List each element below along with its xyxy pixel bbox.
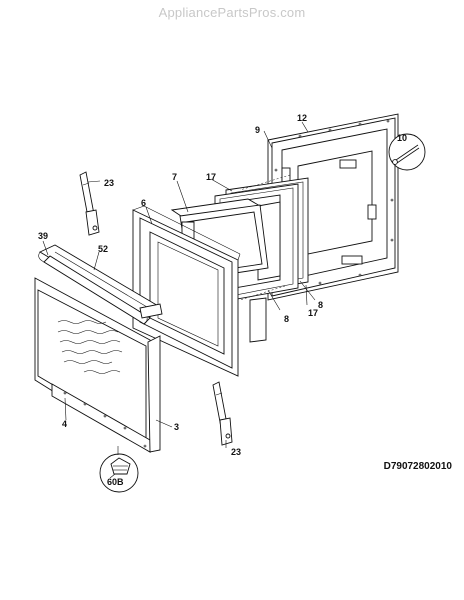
part-labels: 9 12 10 23 7 17 6 39 52 8 8 17 4 3 23 60… (38, 113, 407, 487)
part-label-12: 12 (297, 113, 307, 123)
part-label-8-bottom: 8 (284, 314, 289, 324)
screw-60B-inset (99, 453, 139, 493)
hardware-10-inset (388, 133, 426, 171)
part-label-9: 9 (255, 125, 260, 135)
part-label-52: 52 (98, 244, 108, 254)
part-label-7: 7 (172, 172, 177, 182)
part-label-4: 4 (62, 419, 67, 429)
hinge-23-top (79, 171, 100, 236)
door-frame-6 (132, 205, 241, 377)
part-label-17-bottom: 17 (308, 308, 318, 318)
part-label-10: 10 (397, 133, 407, 143)
part-label-6: 6 (141, 198, 146, 208)
hinge-23-bottom (212, 381, 233, 446)
part-label-23-top: 23 (104, 178, 114, 188)
part-label-39: 39 (38, 231, 48, 241)
part-label-3: 3 (174, 422, 179, 432)
leader-lines (42, 121, 316, 455)
part-label-8-right: 8 (318, 300, 323, 310)
part-label-23-bottom: 23 (231, 447, 241, 457)
door-handle-52 (38, 244, 163, 325)
watermark-text: AppliancePartsPros.com (158, 5, 306, 20)
part-label-60B: 60B (107, 477, 124, 487)
outer-door-glass-panel (34, 277, 161, 453)
diagram-code: D79072802010 (383, 461, 452, 472)
part-label-17-top: 17 (206, 172, 216, 182)
